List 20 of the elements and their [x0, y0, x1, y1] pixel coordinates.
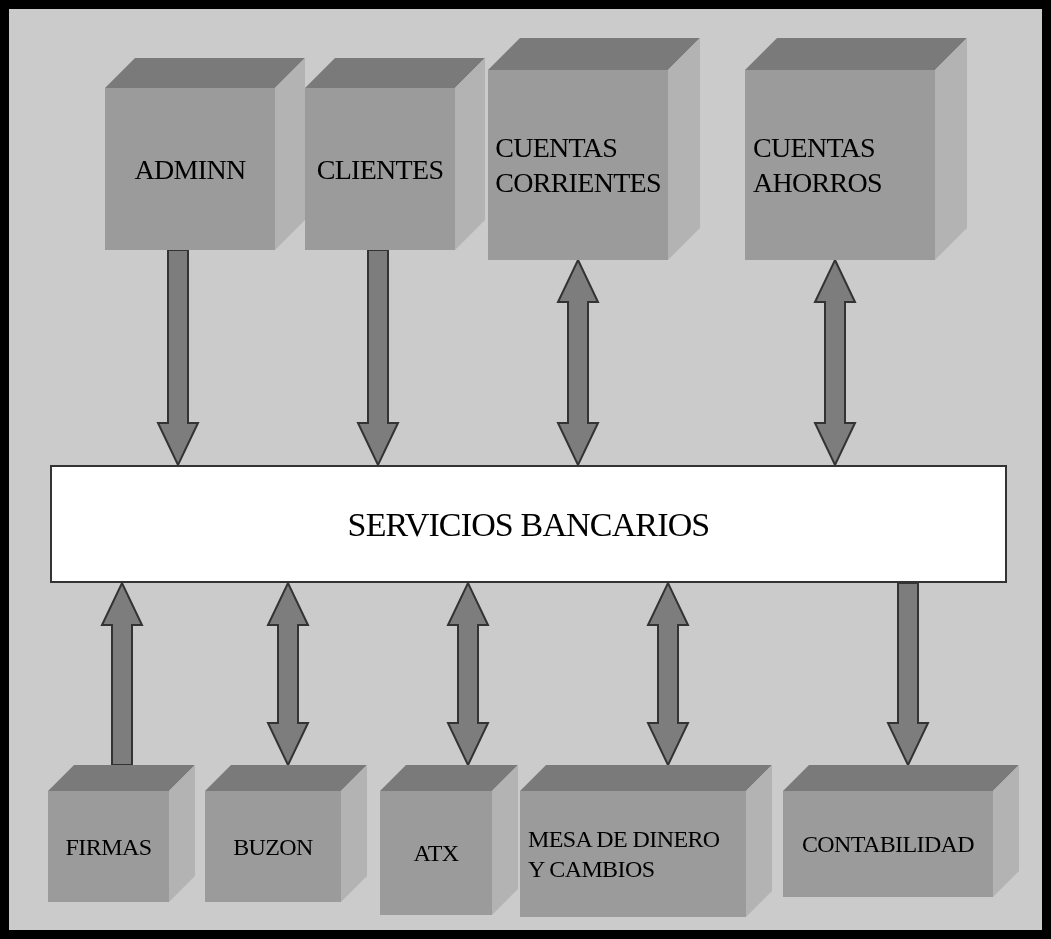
- box-label: MESA DE DINERO Y CAMBIOS: [528, 825, 721, 884]
- block-arrow: [446, 580, 490, 768]
- box-label: BUZON: [233, 832, 313, 862]
- box-label: CLIENTES: [316, 152, 444, 187]
- box-label: CONTABILIDAD: [801, 830, 975, 859]
- block-arrow: [556, 257, 600, 468]
- box-label: CUENTAS AHORROS: [753, 131, 883, 200]
- process-box: [50, 465, 1007, 583]
- block-arrow: [100, 580, 144, 766]
- box-label: ATX: [413, 839, 459, 868]
- block-arrow: [886, 582, 930, 768]
- box-label: ADMINN: [134, 152, 246, 187]
- box-label: CUENTAS CORRIENTES: [495, 131, 661, 200]
- block-arrow: [156, 249, 200, 468]
- block-arrow: [646, 580, 690, 768]
- block-arrow: [813, 257, 857, 468]
- box-label: FIRMAS: [65, 832, 152, 862]
- box-label: SERVICIOS BANCARIOS: [347, 504, 710, 545]
- block-arrow: [356, 249, 400, 468]
- block-arrow: [266, 580, 310, 768]
